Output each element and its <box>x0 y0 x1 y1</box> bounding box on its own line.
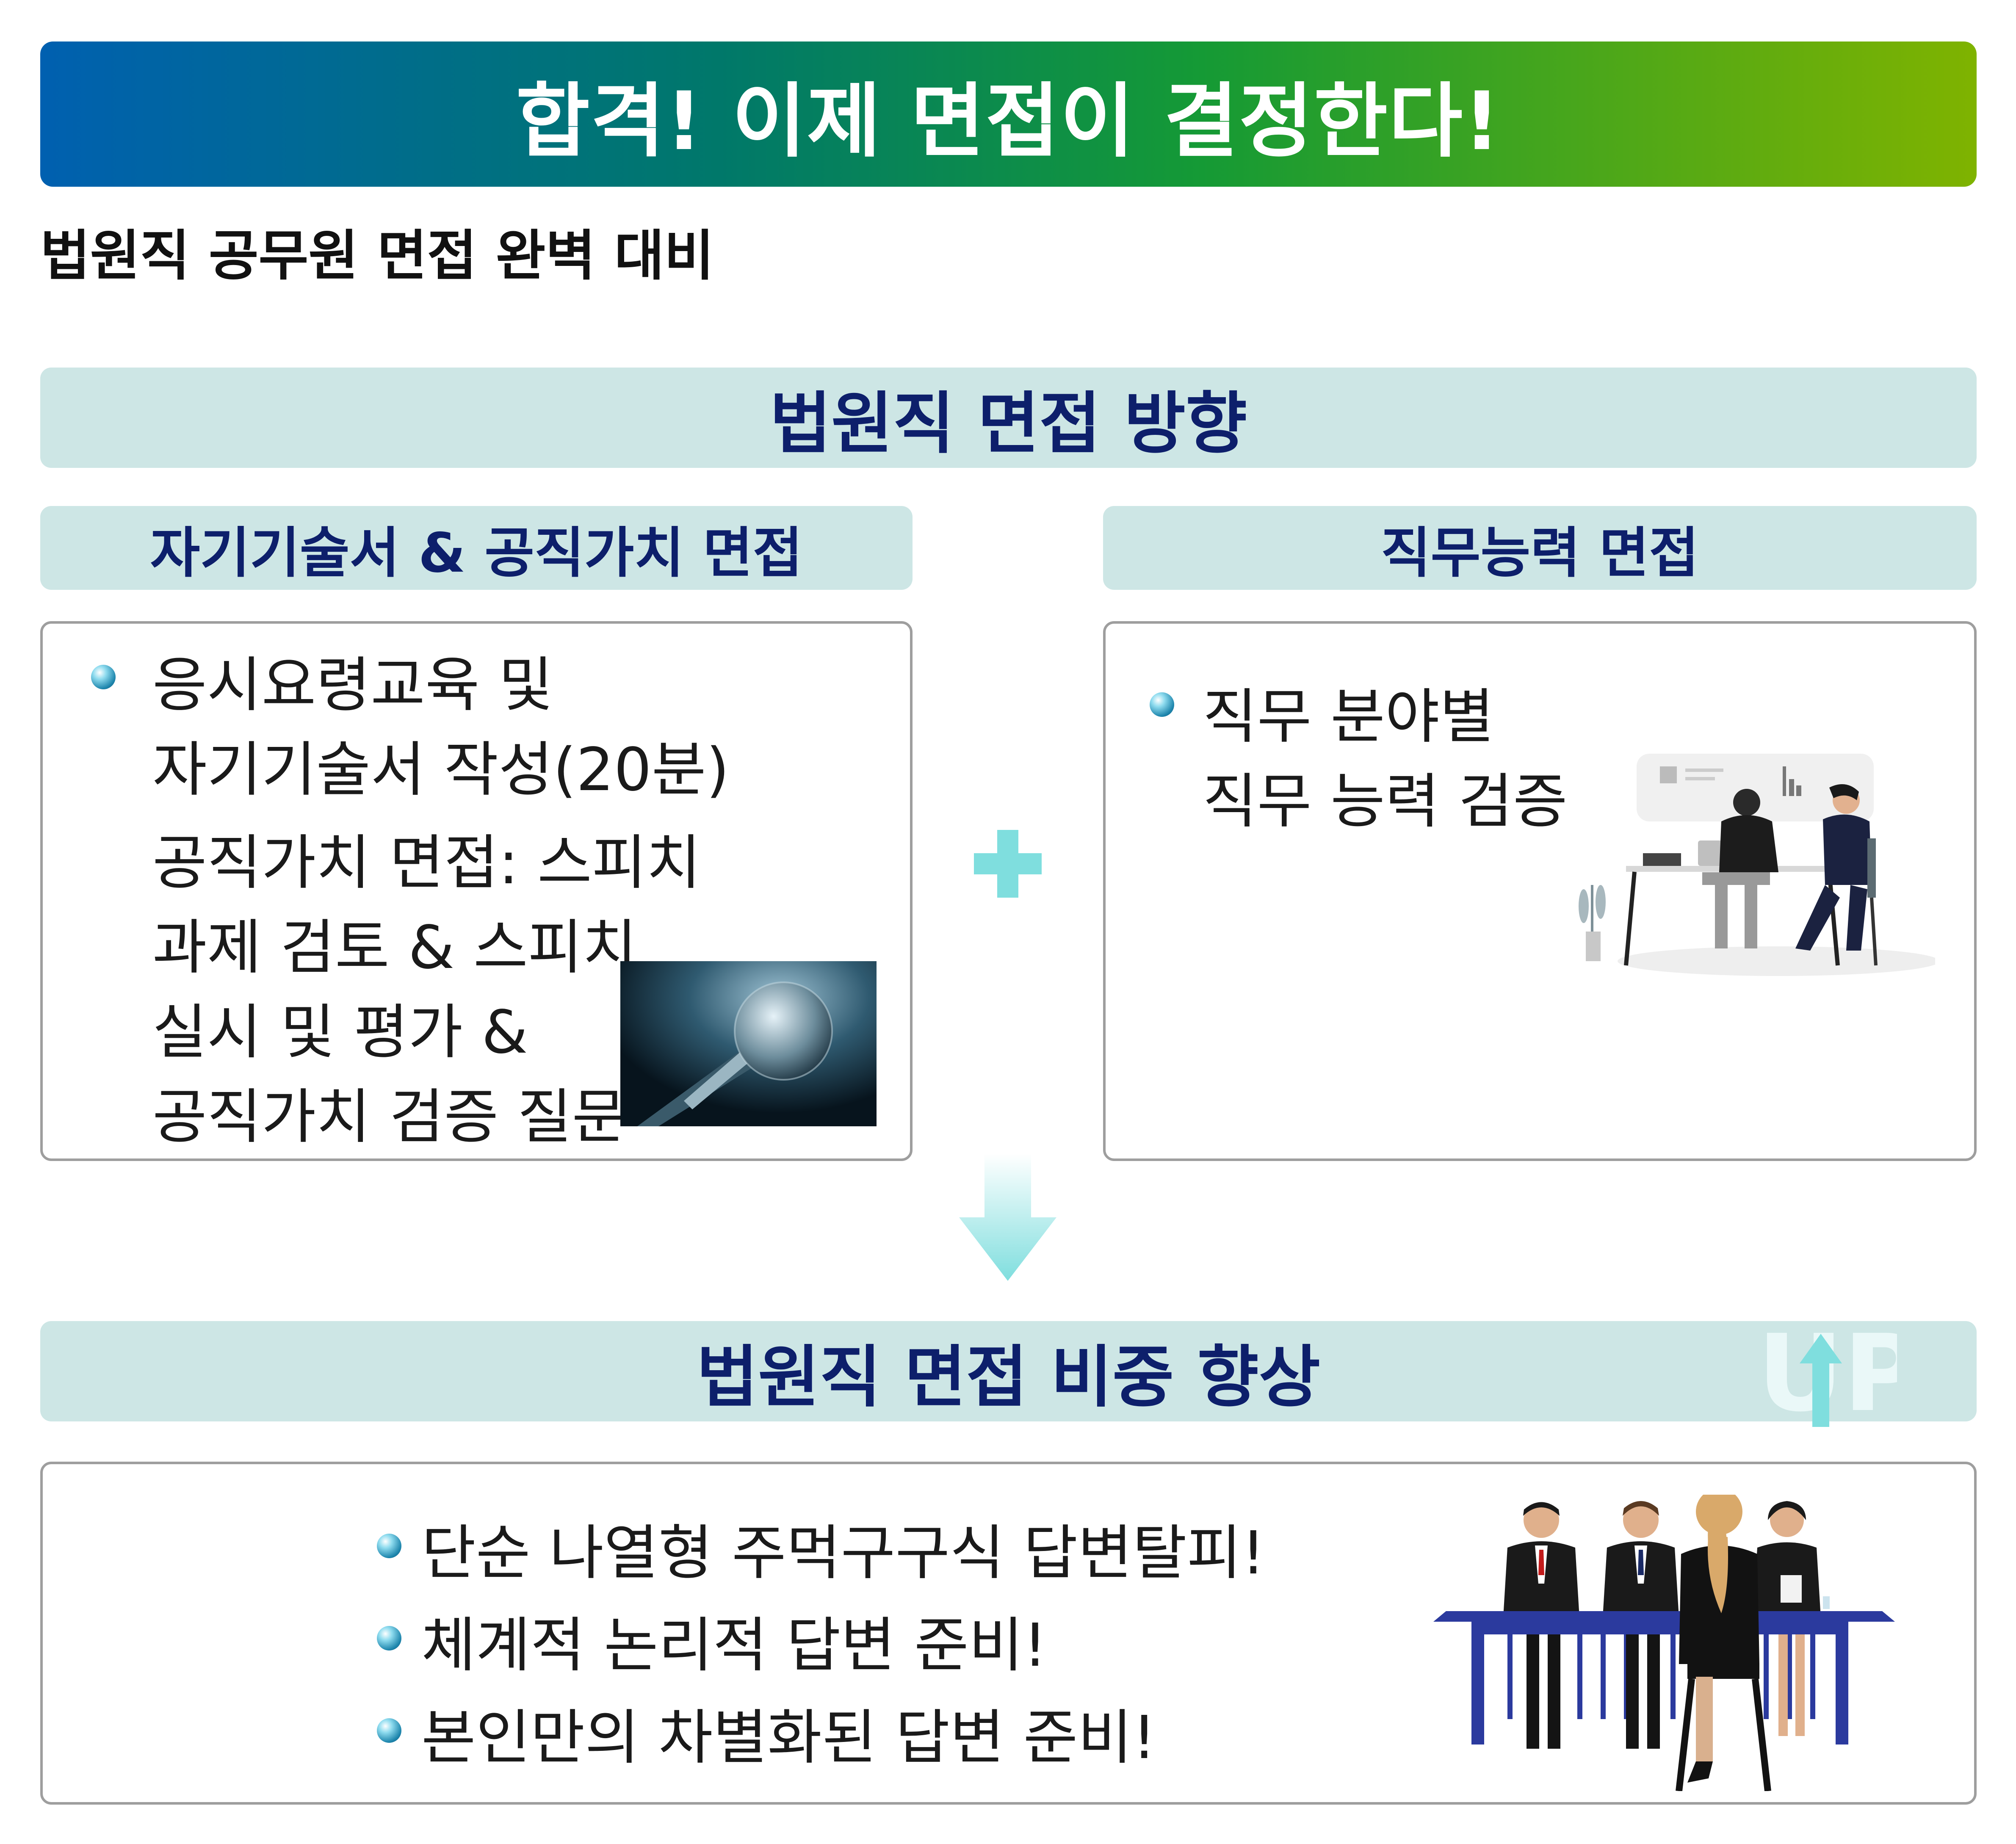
bullet-icon <box>377 1534 401 1558</box>
bullet-icon <box>91 665 116 689</box>
left-column-heading-text: 자기기술서 & 공직가치 면접 <box>150 521 803 585</box>
right-line-1: 직무 분야별 <box>1203 683 1494 752</box>
section-title-improve: 법원직 면접 비중 향상 <box>40 1321 1977 1421</box>
left-line-1: 응시요령교육 및 <box>152 651 553 720</box>
left-line-5: 실시 및 평가 & <box>152 998 528 1067</box>
section-title-direction: 법원직 면접 방향 <box>40 368 1977 468</box>
up-arrow-icon: UP <box>1757 1312 1921 1435</box>
meeting-illustration <box>1575 745 1939 982</box>
improve-bullet-2: 체계적 논리적 답변 준비! <box>421 1611 1047 1680</box>
down-arrow-icon <box>959 1154 1056 1281</box>
up-mark-text: UP <box>1757 1317 1897 1431</box>
section-title-improve-text: 법원직 면접 비중 향상 <box>696 1338 1321 1416</box>
banner-title: 합격! 이제 면접이 결정한다! <box>516 75 1501 168</box>
right-column-heading: 직무능력 면접 <box>1103 506 1977 590</box>
page-subtitle: 법원직 공무원 면접 완벽 대비 <box>40 224 714 288</box>
left-line-6: 공직가치 검증 질문 <box>152 1083 627 1152</box>
left-column-heading: 자기기술서 & 공직가치 면접 <box>40 506 913 590</box>
section-title-direction-text: 법원직 면접 방향 <box>769 385 1247 463</box>
plus-icon <box>974 830 1042 898</box>
microphone-image <box>620 961 877 1126</box>
left-line-4: 과제 검토 & 스피치 <box>152 913 637 982</box>
bullet-icon <box>377 1718 401 1743</box>
bullet-icon <box>1150 692 1174 717</box>
right-column-heading-text: 직무능력 면접 <box>1380 521 1699 585</box>
improve-bullet-1: 단순 나열형 주먹구구식 답변탈피! <box>421 1519 1265 1588</box>
bullet-icon <box>377 1626 401 1650</box>
left-line-3: 공직가치 면접: 스피치 <box>152 829 701 898</box>
improve-bullet-3: 본인만의 차별화된 답변 준비! <box>421 1703 1156 1772</box>
title-banner: 합격! 이제 면접이 결정한다! <box>40 41 1977 187</box>
interview-panel-illustration <box>1433 1488 1895 1791</box>
left-line-2: 자기기술서 작성(20분) <box>152 735 730 805</box>
right-line-2: 직무 능력 검증 <box>1203 767 1568 836</box>
